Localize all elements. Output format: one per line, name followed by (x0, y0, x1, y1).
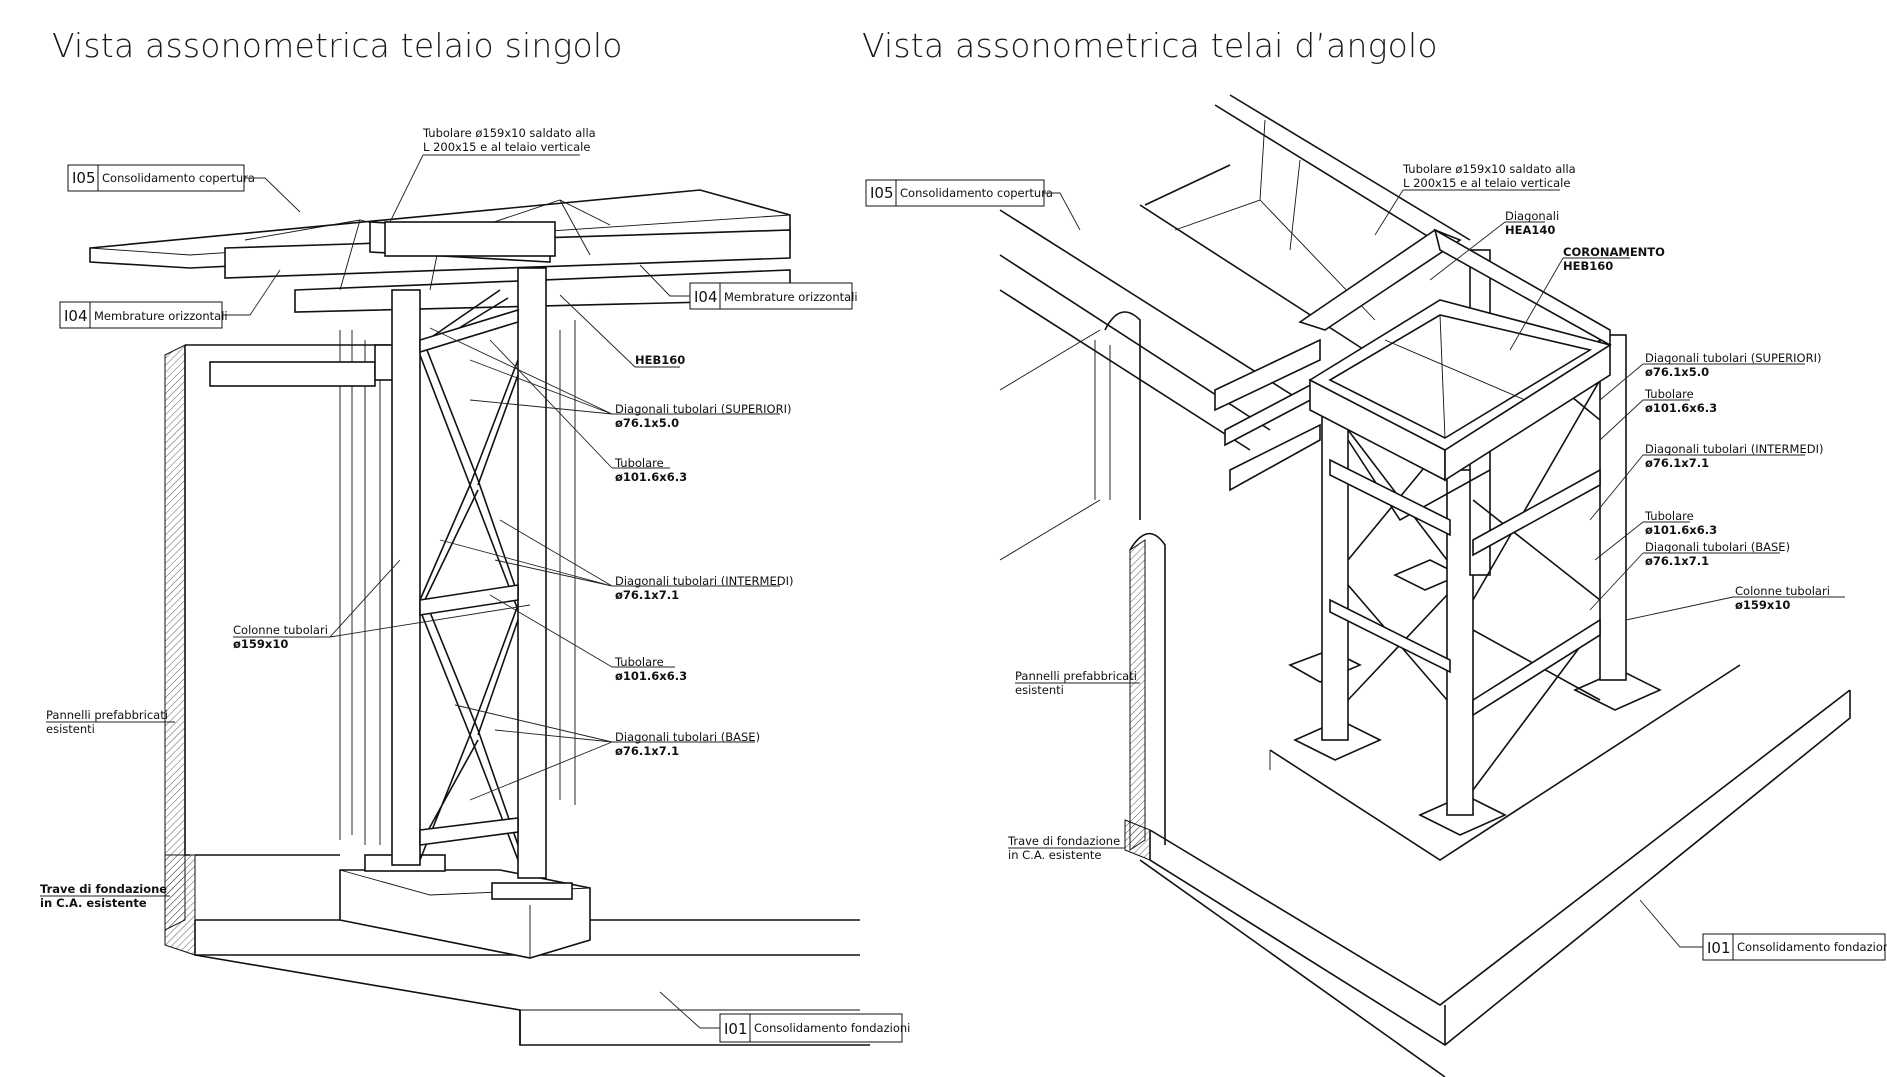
right-label-trave-2: in C.A. esistente (1008, 848, 1102, 862)
right-roof-trusses (999, 94, 1471, 492)
right-label-tub-2b: ø101.6x6.3 (1645, 523, 1717, 537)
right-i05-code: I05 (870, 184, 894, 202)
right-foundation (1139, 664, 1851, 1077)
left-i04a-code: I04 (64, 307, 88, 325)
right-view-title: Vista assonometrica telai d’angolo (862, 26, 1438, 65)
left-single-frame-drawing (89, 189, 870, 1046)
left-label-diag-int-1: Diagonali tubolari (INTERMEDI) (615, 574, 793, 588)
left-i04b-code: I04 (694, 288, 718, 306)
left-label-heb160: HEB160 (635, 353, 685, 367)
left-i04a-text: Membrature orizzontali (94, 309, 228, 323)
right-i01-code: I01 (1707, 939, 1731, 957)
right-i05-box (865, 179, 897, 207)
left-label-tubolare-saldato-1: Tubolare ø159x10 saldato alla (422, 126, 596, 140)
right-labels: Tubolare ø159x10 saldato alla L 200x15 e… (865, 162, 1887, 961)
left-diagonals (419, 289, 519, 861)
left-label-diag-sup-2: ø76.1x5.0 (615, 416, 679, 430)
right-label-diag-int-2: ø76.1x7.1 (1645, 456, 1709, 470)
left-label-pannelli-2: esistenti (46, 722, 95, 736)
right-label-diagonali-1: Diagonali (1505, 209, 1559, 223)
left-i05-box (67, 164, 99, 192)
left-label-tubolare-saldato-2: L 200x15 e al telaio verticale (423, 140, 590, 154)
left-heb160-beam (384, 221, 556, 257)
left-existing-wall (164, 320, 576, 956)
left-i04b-text: Membrature orizzontali (724, 290, 858, 304)
left-label-trave-2: in C.A. esistente (40, 896, 147, 910)
left-i05-code: I05 (72, 169, 96, 187)
right-label-pannelli-2: esistenti (1015, 683, 1064, 697)
right-label-trave-1: Trave di fondazione (1007, 834, 1120, 848)
right-label-colonne-2: ø159x10 (1735, 598, 1790, 612)
left-labels: Tubolare ø159x10 saldato alla L 200x15 e… (40, 126, 910, 1043)
right-label-coronamento-2: HEB160 (1563, 259, 1613, 273)
left-label-tub-1a: Tubolare (614, 456, 664, 470)
left-i01-box (719, 1013, 751, 1043)
left-label-diag-sup-1: Diagonali tubolari (SUPERIORI) (615, 402, 791, 416)
right-crown-frame (1298, 228, 1612, 482)
right-i01-text: Consolidamento fondazioni (1737, 940, 1887, 954)
right-i01-box (1702, 933, 1734, 961)
left-label-diag-base-1: Diagonali tubolari (BASE) (615, 730, 760, 744)
right-corner-frames-drawing (999, 94, 1851, 1077)
left-i01-text: Consolidamento fondazioni (754, 1021, 910, 1035)
right-label-diag-int-1: Diagonali tubolari (INTERMEDI) (1645, 442, 1823, 456)
right-label-coronamento-1: CORONAMENTO (1563, 245, 1665, 259)
left-i01-code: I01 (724, 1020, 748, 1038)
left-label-diag-int-2: ø76.1x7.1 (615, 588, 679, 602)
right-label-diag-sup-1: Diagonali tubolari (SUPERIORI) (1645, 351, 1821, 365)
right-label-tubolare-saldato-2: L 200x15 e al telaio verticale (1403, 176, 1570, 190)
left-label-pannelli-1: Pannelli prefabbricati (46, 708, 168, 722)
left-label-colonne-1: Colonne tubolari (233, 623, 328, 637)
right-label-pannelli-1: Pannelli prefabbricati (1015, 669, 1137, 683)
right-label-diag-base-1: Diagonali tubolari (BASE) (1645, 540, 1790, 554)
right-label-diag-sup-2: ø76.1x5.0 (1645, 365, 1709, 379)
left-label-trave-1: Trave di fondazione (40, 882, 167, 896)
left-label-tub-2b: ø101.6x6.3 (615, 669, 687, 683)
right-existing-wall (999, 311, 1166, 861)
right-label-tubolare-saldato-1: Tubolare ø159x10 saldato alla (1402, 162, 1576, 176)
right-i05-text: Consolidamento copertura (900, 186, 1053, 200)
left-label-diag-base-2: ø76.1x7.1 (615, 744, 679, 758)
right-label-colonne-1: Colonne tubolari (1735, 584, 1830, 598)
left-columns (391, 267, 547, 879)
right-label-tub-2a: Tubolare (1644, 509, 1694, 523)
left-view-title: Vista assonometrica telaio singolo (52, 26, 623, 65)
right-label-diag-base-2: ø76.1x7.1 (1645, 554, 1709, 568)
left-label-tub-2a: Tubolare (614, 655, 664, 669)
left-label-colonne-2: ø159x10 (233, 637, 288, 651)
right-label-tub-1a: Tubolare (1644, 387, 1694, 401)
left-i04a-box (59, 301, 91, 329)
right-label-tub-1b: ø101.6x6.3 (1645, 401, 1717, 415)
left-label-tub-1b: ø101.6x6.3 (615, 470, 687, 484)
left-plinths (339, 854, 591, 959)
right-label-diagonali-2: HEA140 (1505, 223, 1555, 237)
left-i05-text: Consolidamento copertura (102, 171, 255, 185)
